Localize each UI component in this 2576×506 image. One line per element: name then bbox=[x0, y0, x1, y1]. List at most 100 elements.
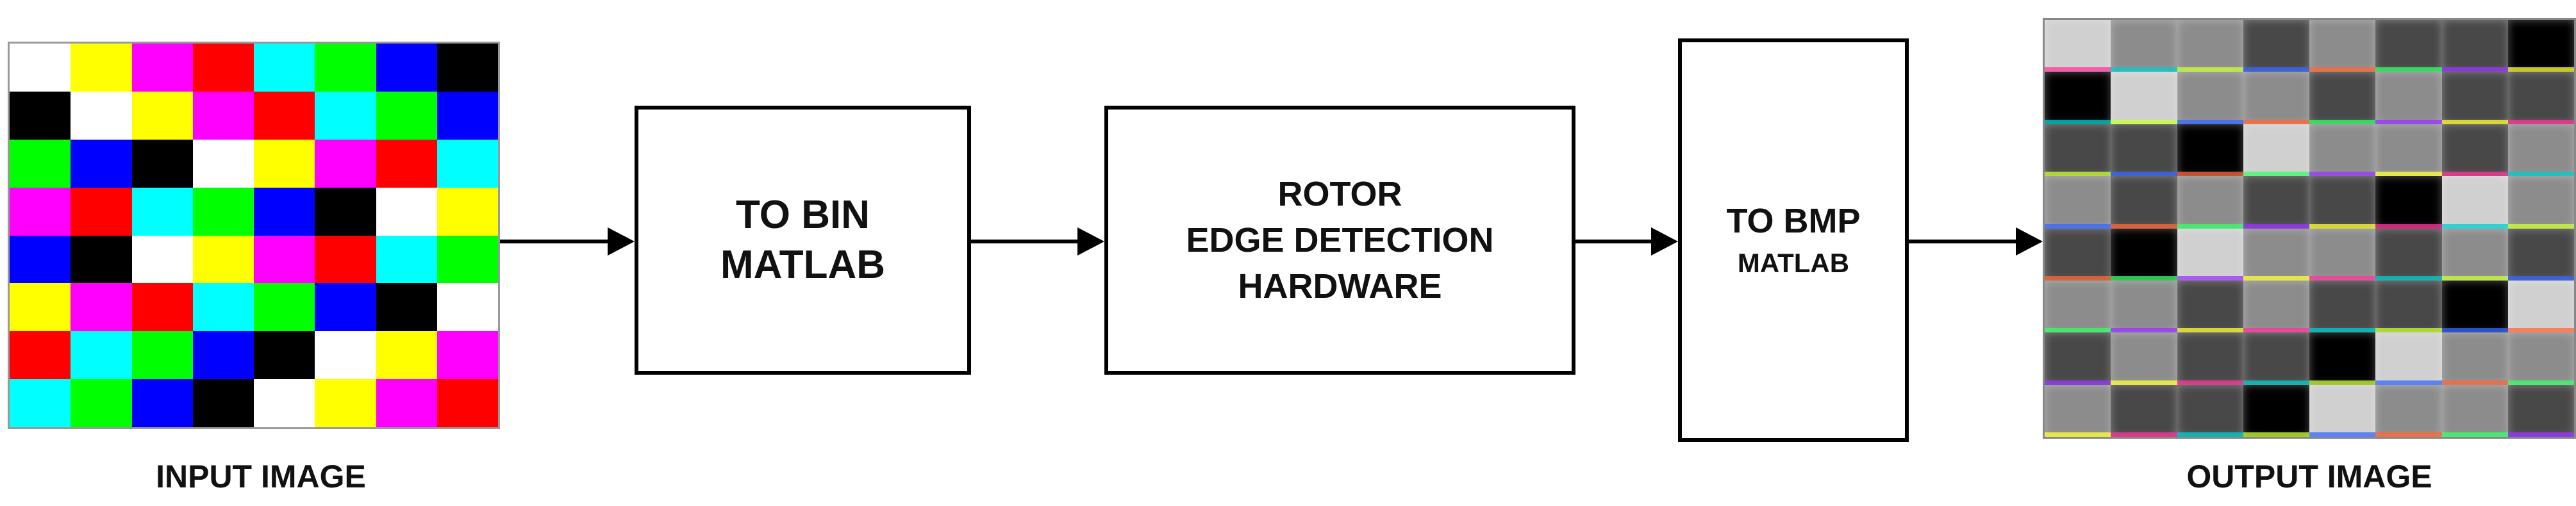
input-pixel-block bbox=[315, 44, 377, 92]
to-bin-line2: MATLAB bbox=[720, 243, 886, 287]
output-edge-stripe bbox=[2507, 432, 2574, 437]
input-image bbox=[8, 42, 500, 429]
output-edge-stripe bbox=[2045, 380, 2111, 386]
input-pixel-block bbox=[10, 44, 71, 92]
to-bmp-line1: TO BMP bbox=[1726, 202, 1861, 240]
output-pixel-block bbox=[2375, 384, 2443, 437]
output-pixel-block bbox=[2441, 20, 2509, 72]
output-pixel-block bbox=[2177, 384, 2244, 437]
output-edge-stripe bbox=[2243, 275, 2310, 282]
to-bmp-line2: MATLAB bbox=[1737, 248, 1850, 278]
output-pixel-block bbox=[2309, 124, 2376, 177]
output-pixel-block bbox=[2309, 280, 2376, 333]
input-pixel-block bbox=[436, 331, 498, 380]
output-edge-stripe bbox=[2441, 67, 2509, 74]
input-pixel-block bbox=[376, 91, 438, 140]
output-pixel-block bbox=[2507, 72, 2574, 125]
rotor-edge-detection-block: ROTOR EDGE DETECTION HARDWARE bbox=[1104, 106, 1575, 375]
output-pixel-block bbox=[2177, 332, 2244, 386]
output-pixel-block bbox=[2375, 332, 2443, 386]
output-pixel-block bbox=[2441, 124, 2509, 177]
input-pixel-block bbox=[131, 139, 194, 188]
rotor-line1: ROTOR bbox=[1277, 175, 1402, 213]
output-edge-stripe bbox=[2441, 328, 2509, 334]
output-edge-stripe bbox=[2111, 119, 2178, 126]
input-pixel-block bbox=[131, 379, 194, 427]
output-pixel-block bbox=[2045, 384, 2111, 437]
input-pixel-block bbox=[254, 187, 315, 236]
output-pixel-block bbox=[2111, 384, 2178, 437]
output-pixel-block bbox=[2375, 280, 2443, 333]
output-edge-stripe bbox=[2177, 328, 2244, 334]
output-pixel-block bbox=[2045, 72, 2111, 125]
input-pixel-block bbox=[436, 139, 498, 188]
output-pixel-block bbox=[2045, 176, 2111, 229]
output-edge-stripe bbox=[2309, 380, 2376, 386]
output-image bbox=[2043, 18, 2576, 439]
input-pixel-block bbox=[10, 235, 71, 284]
output-edge-stripe bbox=[2045, 328, 2111, 334]
input-pixel-block bbox=[71, 91, 133, 140]
output-pixel-block bbox=[2243, 176, 2310, 229]
output-edge-stripe bbox=[2177, 275, 2244, 282]
input-pixel-block bbox=[254, 235, 315, 284]
input-pixel-block bbox=[131, 44, 194, 92]
output-edge-stripe bbox=[2375, 172, 2443, 178]
input-pixel-block bbox=[376, 187, 438, 236]
arrow-bin-to-rotor bbox=[971, 227, 1104, 256]
output-pixel-block bbox=[2243, 280, 2310, 333]
input-pixel-block bbox=[192, 379, 254, 427]
output-pixel-block bbox=[2309, 176, 2376, 229]
input-pixel-block bbox=[376, 331, 438, 380]
output-pixel-block bbox=[2243, 332, 2310, 386]
input-pixel-block bbox=[192, 44, 254, 92]
output-pixel-block bbox=[2111, 228, 2178, 281]
output-edge-stripe bbox=[2177, 119, 2244, 126]
output-edge-stripe bbox=[2441, 224, 2509, 230]
output-pixel-block bbox=[2111, 176, 2178, 229]
to-bmp-block: TO BMP MATLAB bbox=[1678, 38, 1909, 442]
output-edge-stripe bbox=[2441, 172, 2509, 178]
output-pixel-block bbox=[2243, 20, 2310, 72]
output-pixel-block bbox=[2177, 228, 2244, 281]
output-pixel-block bbox=[2177, 124, 2244, 177]
output-edge-stripe bbox=[2507, 380, 2574, 386]
input-pixel-block bbox=[71, 283, 133, 332]
output-pixel-block bbox=[2375, 20, 2443, 72]
output-pixel-block bbox=[2243, 228, 2310, 281]
output-pixel-block bbox=[2045, 280, 2111, 333]
output-edge-stripe bbox=[2111, 275, 2178, 282]
output-edge-stripe bbox=[2441, 380, 2509, 386]
output-pixel-block bbox=[2507, 176, 2574, 229]
output-edge-stripe bbox=[2177, 172, 2244, 178]
to-bin-block: TO BIN MATLAB bbox=[635, 106, 971, 375]
input-pixel-block bbox=[315, 91, 377, 140]
input-image-caption: INPUT IMAGE bbox=[156, 459, 366, 494]
input-pixel-block bbox=[71, 331, 133, 380]
output-pixel-block bbox=[2111, 332, 2178, 386]
output-edge-stripe bbox=[2309, 328, 2376, 334]
input-pixel-block bbox=[131, 187, 194, 236]
input-pixel-block bbox=[10, 91, 71, 140]
output-edge-stripe bbox=[2177, 380, 2244, 386]
output-pixel-block bbox=[2507, 124, 2574, 177]
output-pixel-block bbox=[2309, 228, 2376, 281]
output-pixel-block bbox=[2243, 384, 2310, 437]
input-pixel-block bbox=[376, 235, 438, 284]
output-edge-stripe bbox=[2243, 224, 2310, 230]
output-edge-stripe bbox=[2045, 432, 2111, 437]
input-pixel-block bbox=[192, 187, 254, 236]
output-edge-stripe bbox=[2045, 275, 2111, 282]
output-pixel-block bbox=[2375, 228, 2443, 281]
output-edge-stripe bbox=[2375, 328, 2443, 334]
output-edge-stripe bbox=[2507, 67, 2574, 74]
output-edge-stripe bbox=[2507, 119, 2574, 126]
output-pixel-block bbox=[2045, 228, 2111, 281]
output-pixel-block bbox=[2045, 332, 2111, 386]
rotor-line2: EDGE DETECTION bbox=[1186, 221, 1494, 259]
output-edge-stripe bbox=[2045, 119, 2111, 126]
input-pixel-block bbox=[436, 187, 498, 236]
output-edge-stripe bbox=[2375, 67, 2443, 74]
input-pixel-block bbox=[10, 187, 71, 236]
output-pixel-block bbox=[2441, 72, 2509, 125]
